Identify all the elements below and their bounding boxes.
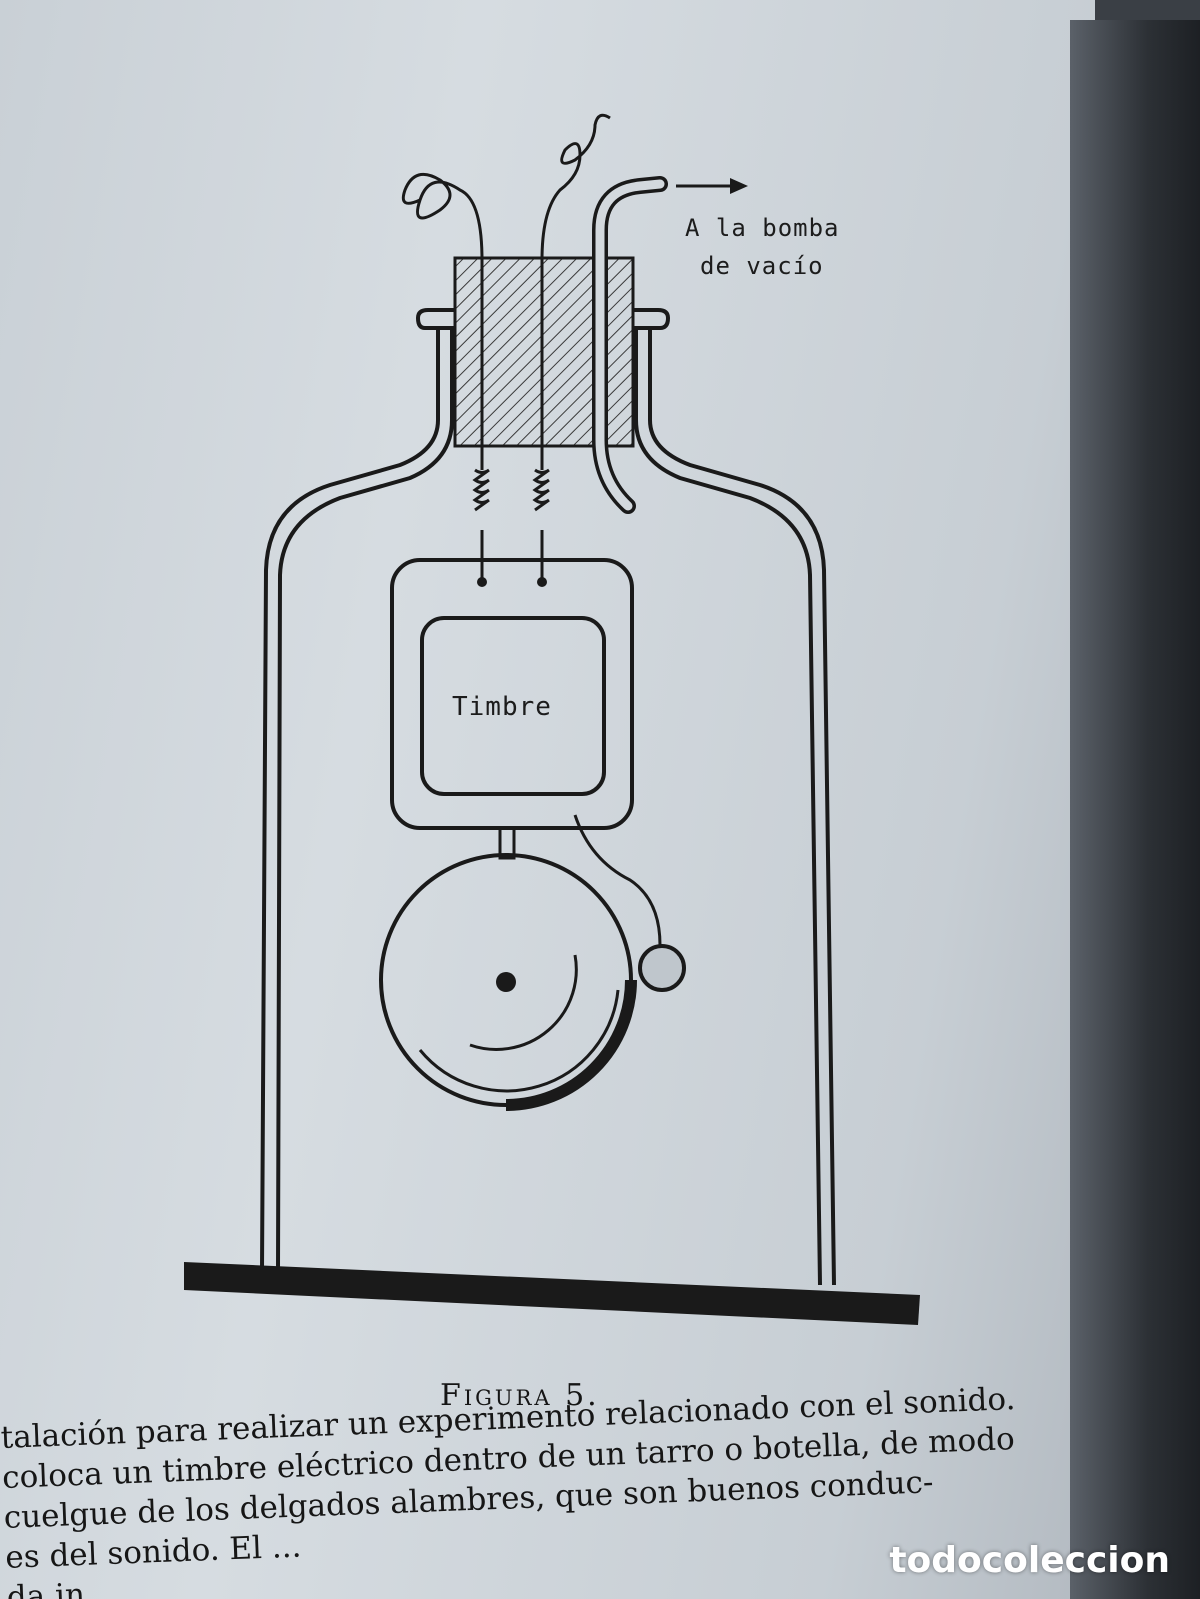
label-vacuum-pump-line2: de vacío bbox=[700, 252, 824, 280]
watermark-logo: todocoleccion bbox=[889, 1540, 1170, 1581]
wires bbox=[401, 113, 662, 946]
label-bell: Timbre bbox=[452, 692, 552, 722]
book-spine-shadow bbox=[1070, 20, 1200, 1599]
figure-caption: Figura 5. bbox=[440, 1378, 600, 1413]
bottle-outline bbox=[260, 308, 836, 1286]
bell-hammer bbox=[638, 944, 686, 992]
arrow-to-pump bbox=[676, 178, 748, 194]
base-plate bbox=[184, 1262, 920, 1325]
bell-housing-inner bbox=[420, 616, 606, 796]
label-vacuum-pump-line1: A la bomba bbox=[685, 214, 840, 242]
bell bbox=[379, 853, 637, 1111]
figure-5-illustration bbox=[184, 113, 920, 1325]
book-page: A la bomba de vacío Timbre Figura 5. tal… bbox=[0, 0, 1095, 1599]
